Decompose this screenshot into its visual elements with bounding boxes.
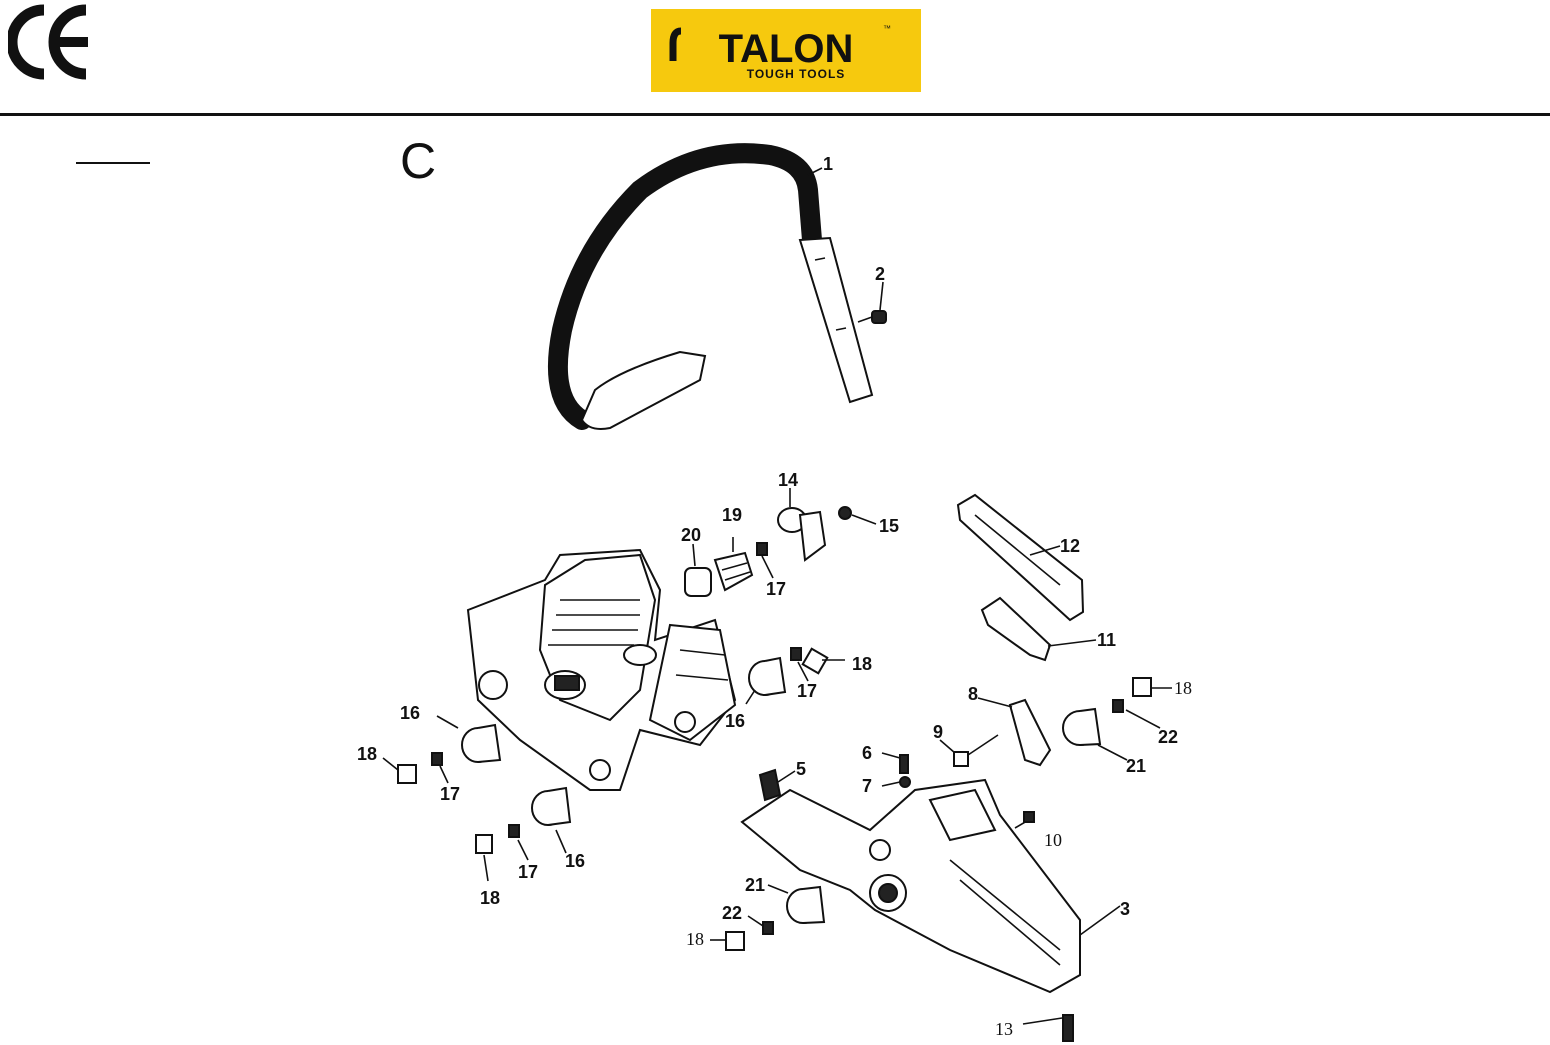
callout-7: 7 — [862, 776, 872, 796]
part-screw-17-a — [431, 752, 443, 766]
callout-18-d: 18 — [1174, 678, 1192, 698]
part-screw-10 — [1014, 811, 1035, 829]
callout-21-a: 21 — [1126, 756, 1146, 776]
callout-13: 13 — [995, 1019, 1013, 1039]
part-screw-6 — [899, 754, 909, 774]
part-nut-18-b — [475, 834, 493, 854]
callout-1: 1 — [823, 154, 833, 174]
part-nut-18-d — [1132, 677, 1152, 697]
leader-lines — [382, 167, 1172, 1025]
part-nut-18-e — [725, 931, 745, 951]
part-engine-assembly — [466, 548, 737, 791]
part-nut-7 — [899, 776, 911, 788]
callout-10: 10 — [1044, 830, 1062, 850]
part-bolt-13 — [1062, 1014, 1074, 1042]
part-clip-14 — [777, 507, 827, 562]
part-housing — [740, 778, 1081, 994]
section-underline — [76, 162, 150, 164]
callout-6: 6 — [862, 743, 872, 763]
callout-14: 14 — [778, 470, 798, 490]
callout-17-a: 17 — [440, 784, 460, 804]
part-nut-18-c — [801, 647, 829, 675]
callout-18-b: 18 — [480, 888, 500, 908]
part-cap-20 — [684, 567, 712, 597]
callout-8: 8 — [968, 684, 978, 704]
callout-18-e: 18 — [686, 929, 704, 949]
part-mount-16-a — [461, 723, 502, 763]
callout-11: 11 — [1097, 630, 1116, 650]
callout-18-c: 18 — [852, 654, 872, 674]
callout-22-b: 22 — [722, 903, 742, 923]
callout-12: 12 — [1060, 536, 1080, 556]
callout-9: 9 — [933, 722, 943, 742]
part-nut-18-a — [397, 764, 417, 784]
callout-16-c: 16 — [725, 711, 745, 731]
ce-mark-icon — [8, 4, 88, 80]
part-screw-17-d — [756, 542, 768, 556]
callout-3: 3 — [1120, 899, 1130, 919]
brand-logo: TALON ™ TOUGH TOOLS — [651, 9, 921, 92]
part-nut-9 — [953, 734, 999, 767]
part-mount-21-a — [1062, 707, 1102, 746]
part-plate-8 — [1008, 698, 1052, 767]
part-screw-22-b — [762, 921, 774, 935]
part-screw-17-c — [790, 647, 802, 661]
callout-21-b: 21 — [745, 875, 765, 895]
part-screw-17-b — [508, 824, 520, 838]
callout-19: 19 — [722, 505, 742, 525]
callout-17-d: 17 — [766, 579, 786, 599]
callout-17-c: 17 — [797, 681, 817, 701]
callout-15: 15 — [879, 516, 899, 536]
brand-tagline: TOUGH TOOLS — [747, 67, 846, 81]
header-divider — [0, 113, 1550, 116]
callout-2: 2 — [875, 264, 885, 284]
part-mount-16-b — [531, 786, 572, 826]
callout-20: 20 — [681, 525, 701, 545]
section-letter: C — [400, 133, 437, 189]
part-spring-19 — [713, 551, 754, 592]
part-front-handle — [547, 143, 874, 430]
part-screw-15 — [838, 506, 852, 520]
callout-22-a: 22 — [1158, 727, 1178, 747]
part-mount-16-c — [748, 656, 787, 696]
callout-16-a: 16 — [400, 703, 420, 723]
logo-background — [651, 9, 921, 92]
part-plate-11 — [980, 596, 1052, 662]
part-screw-22-a — [1112, 699, 1124, 713]
callout-5: 5 — [796, 759, 806, 779]
part-guide-12 — [956, 493, 1085, 622]
callout-18-a: 18 — [357, 744, 377, 764]
callout-16-b: 16 — [565, 851, 585, 871]
callout-17-b: 17 — [518, 862, 538, 882]
part-mount-21-b — [786, 885, 826, 924]
part-bolt-2 — [857, 310, 887, 324]
part-bracket-5 — [758, 768, 782, 802]
brand-trademark: ™ — [883, 24, 891, 33]
brand-name: TALON — [719, 27, 854, 71]
